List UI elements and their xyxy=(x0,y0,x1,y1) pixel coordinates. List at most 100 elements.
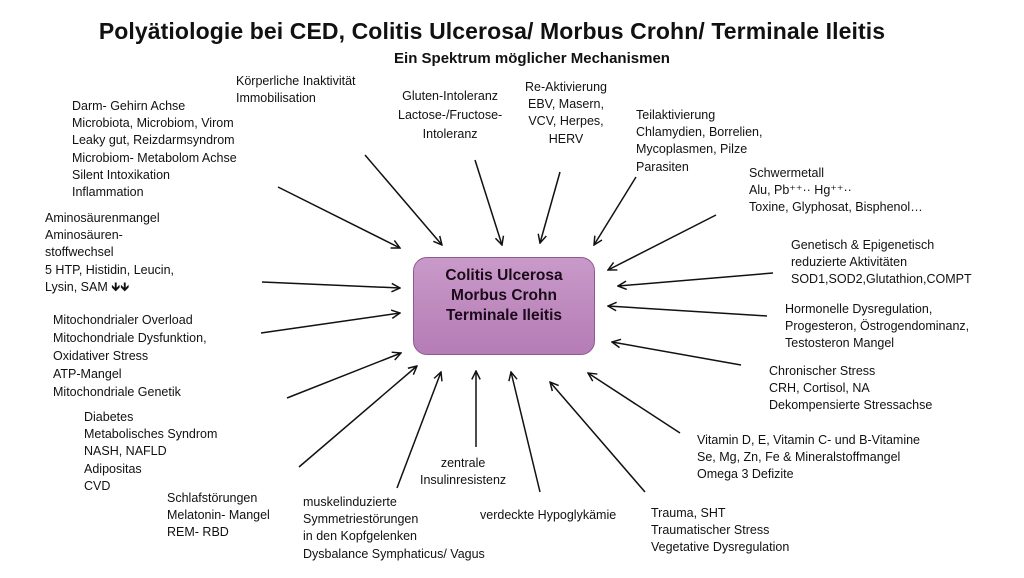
cause-line: Chlamydien, Borrelien, xyxy=(636,125,763,140)
arrow-diabetes-b xyxy=(298,366,417,468)
cause-line: Metabolisches Syndrom xyxy=(84,427,218,442)
cause-line: Hormonelle Dysregulation, xyxy=(785,302,933,316)
cause-line: Mitochondriale Dysfunktion, xyxy=(53,331,207,345)
cause-line: Inflammation xyxy=(72,185,144,200)
cause-line: ATP-Mangel xyxy=(53,367,122,381)
cause-vitaminmangel: Vitamin D, E, Vitamin C- und B-Vitamine … xyxy=(697,432,920,484)
cause-line: Toxine, Glyphosat, Bisphenol… xyxy=(749,200,923,215)
cause-hormonelle-dysregulation: Hormonelle Dysregulation, Progesteron, Ö… xyxy=(785,301,969,353)
cause-line: Mitochondriale Genetik xyxy=(53,385,181,399)
cause-muskelinduzierte-symmetriestoerungen: muskelinduzierte Symmetriestörungen in d… xyxy=(303,494,485,563)
cause-line: Darm- Gehirn Achse xyxy=(72,99,186,113)
central-diagnosis-box: Colitis Ulcerosa Morbus Crohn Terminale … xyxy=(413,257,595,355)
cause-line: Symmetriestörungen xyxy=(303,512,419,527)
cause-line: Chronischer Stress xyxy=(769,364,876,378)
cause-line: Diabetes xyxy=(84,410,134,424)
cause-line: Alu, Pb⁺⁺·· Hg⁺⁺·· xyxy=(749,183,852,198)
cause-line: Traumatischer Stress xyxy=(651,523,770,538)
cause-line: Oxidativer Stress xyxy=(53,349,149,363)
arrow-gluten xyxy=(474,159,502,245)
cause-zentrale-insulinresistenz: zentrale Insulinresistenz xyxy=(420,455,506,489)
core-line: Morbus Crohn xyxy=(451,287,557,304)
cause-schwermetall: Schwermetall Alu, Pb⁺⁺·· Hg⁺⁺·· Toxine, … xyxy=(749,165,923,217)
arrow-hypo xyxy=(511,372,541,493)
arrow-darm xyxy=(277,186,400,248)
arrow-stress xyxy=(612,342,742,366)
cause-aminosaeurenmangel: Aminosäurenmangel Aminosäuren- stoffwech… xyxy=(45,210,174,296)
cause-line: Aminosäurenmangel xyxy=(45,211,160,225)
cause-line: Leaky gut, Reizdarmsyndrom xyxy=(72,133,235,148)
cause-line: Mitochondrialer Overload xyxy=(53,313,193,327)
cause-line: Insulinresistenz xyxy=(420,473,507,488)
cause-line: Schwermetall xyxy=(749,166,825,180)
cause-line: Omega 3 Defizite xyxy=(697,467,794,482)
diagram-title: Polyätiologie bei CED, Colitis Ulcerosa/… xyxy=(0,18,1024,45)
cause-line: CVD xyxy=(84,478,111,493)
cause-line: VCV, Herpes, xyxy=(528,114,604,129)
cause-line: Lactose-/Fructose- xyxy=(398,108,503,122)
arrow-vitamin xyxy=(588,373,681,434)
cause-line: Immobilisation xyxy=(236,91,316,106)
arrow-hormon xyxy=(608,306,768,317)
arrow-diabetes-a xyxy=(286,353,401,399)
cause-line: HERV xyxy=(548,131,584,146)
cause-line: Microbiota, Microbiom, Virom xyxy=(72,116,234,131)
diagram-subtitle: Ein Spektrum möglicher Mechanismen xyxy=(0,50,1024,67)
cause-line: muskelinduzierte xyxy=(303,495,397,509)
cause-line: reduzierte Aktivitäten xyxy=(791,255,908,270)
cause-line: Testosteron Mangel xyxy=(785,336,895,351)
cause-line: Vegetative Dysregulation xyxy=(651,540,790,555)
cause-line: Dekompensierte Stressachse xyxy=(769,398,933,413)
arrow-genet xyxy=(618,272,774,286)
cause-teilaktivierung: Teilaktivierung Chlamydien, Borrelien, M… xyxy=(636,107,762,176)
cause-line: Adipositas xyxy=(84,461,142,476)
cause-line: Lysin, SAM 🡻🡻 xyxy=(45,279,130,294)
cause-verdeckte-hypoglykaemie: verdeckte Hypoglykämie xyxy=(480,507,616,524)
cause-line: Progesteron, Östrogendominanz, xyxy=(785,319,970,334)
cause-line: Aminosäuren- xyxy=(45,228,123,243)
cause-line: Parasiten xyxy=(636,159,689,174)
subtitle-text: Ein Spektrum möglicher Mechanismen xyxy=(394,50,670,67)
cause-line: Intoleranz xyxy=(422,127,478,141)
cause-line: Teilaktivierung xyxy=(636,108,716,122)
arrow-trauma xyxy=(550,382,646,493)
cause-line: Microbiom- Metabolom Achse xyxy=(72,150,237,165)
cause-line: verdeckte Hypoglykämie xyxy=(480,508,617,522)
cause-line: Mycoplasmen, Pilze xyxy=(636,142,748,157)
core-line: Terminale Ileitis xyxy=(445,307,562,324)
cause-line: REM- RBD xyxy=(167,525,229,540)
cause-line: Re-Aktivierung xyxy=(525,80,607,94)
arrow-amino xyxy=(261,281,400,288)
cause-line: Dysbalance Symphaticus/ Vagus xyxy=(303,546,485,561)
arrow-schwer xyxy=(608,214,717,270)
cause-line: zentrale xyxy=(440,456,486,470)
cause-line: SOD1,SOD2,Glutathion,COMPT xyxy=(791,272,972,287)
cause-line: Schlafstörungen xyxy=(167,491,258,505)
cause-line: Körperliche Inaktivität xyxy=(236,74,356,88)
cause-koerperliche-inaktivitaet: Körperliche Inaktivität Immobilisation xyxy=(236,73,356,107)
cause-schlafstoerungen: Schlafstörungen Melatonin- Mangel REM- R… xyxy=(167,490,270,542)
cause-gluten-intoleranz: Gluten-Intoleranz Lactose-/Fructose- Int… xyxy=(398,87,502,144)
title-text: Polyätiologie bei CED, Colitis Ulcerosa/… xyxy=(98,18,886,44)
cause-darm-gehirn-achse: Darm- Gehirn Achse Microbiota, Microbiom… xyxy=(72,98,237,201)
cause-line: Silent Intoxikation xyxy=(72,167,170,182)
arrow-reakt xyxy=(540,171,561,243)
arrow-koerper xyxy=(364,154,442,245)
cause-re-aktivierung: Re-Aktivierung EBV, Masern, VCV, Herpes,… xyxy=(525,79,607,148)
cause-line: Se, Mg, Zn, Fe & Mineralstoffmangel xyxy=(697,450,901,465)
cause-chronischer-stress: Chronischer Stress CRH, Cortisol, NA Dek… xyxy=(769,363,932,415)
cause-line: Gluten-Intoleranz xyxy=(402,89,499,103)
arrow-muskel xyxy=(396,372,441,489)
cause-line: CRH, Cortisol, NA xyxy=(769,381,870,396)
cause-line: Genetisch & Epigenetisch xyxy=(791,238,935,252)
cause-line: Trauma, SHT xyxy=(651,506,726,520)
cause-line: NASH, NAFLD xyxy=(84,444,167,459)
arrow-teilakt xyxy=(594,176,637,245)
cause-line: in den Kopfgelenken xyxy=(303,529,417,544)
cause-line: Melatonin- Mangel xyxy=(167,508,270,523)
cause-line: EBV, Masern, xyxy=(528,97,604,112)
cause-diabetes: Diabetes Metabolisches Syndrom NASH, NAF… xyxy=(84,409,217,495)
cause-trauma: Trauma, SHT Traumatischer Stress Vegetat… xyxy=(651,505,789,557)
cause-line: 5 HTP, Histidin, Leucin, xyxy=(45,262,174,277)
